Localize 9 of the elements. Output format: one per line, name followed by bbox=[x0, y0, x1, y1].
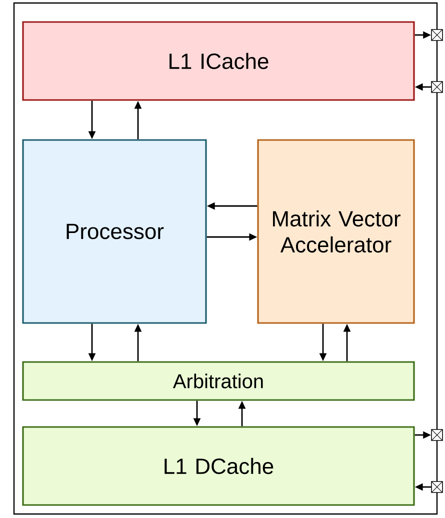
port-symbol bbox=[431, 481, 443, 493]
port-symbol bbox=[431, 429, 443, 441]
cache-box: L1 DCache bbox=[22, 426, 415, 506]
port-symbol bbox=[431, 81, 443, 93]
accelerator-box: Matrix Vector Accelerator bbox=[257, 139, 415, 324]
cache-box: L1 ICache bbox=[22, 21, 415, 101]
port-symbol bbox=[431, 29, 443, 41]
processor-box: Processor bbox=[22, 139, 207, 324]
arbitration-box: Arbitration bbox=[22, 361, 415, 401]
